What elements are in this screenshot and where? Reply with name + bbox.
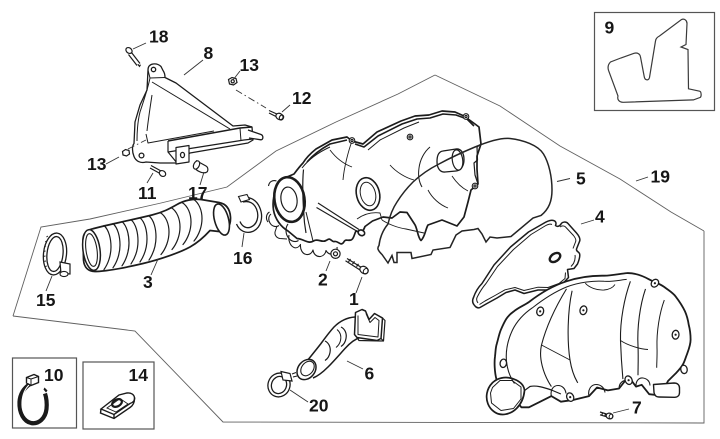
svg-text:17: 17 xyxy=(188,183,207,203)
svg-text:1: 1 xyxy=(349,289,359,309)
svg-text:13: 13 xyxy=(240,55,260,75)
svg-text:14: 14 xyxy=(129,365,149,385)
svg-text:19: 19 xyxy=(651,167,671,187)
svg-text:4: 4 xyxy=(595,207,605,227)
svg-text:20: 20 xyxy=(309,396,329,416)
svg-text:3: 3 xyxy=(143,272,153,292)
svg-text:13: 13 xyxy=(87,154,107,174)
svg-text:11: 11 xyxy=(138,183,157,203)
svg-text:6: 6 xyxy=(365,364,375,384)
svg-text:8: 8 xyxy=(204,43,214,63)
svg-text:12: 12 xyxy=(292,88,312,108)
svg-text:16: 16 xyxy=(233,248,253,268)
svg-text:9: 9 xyxy=(605,18,615,38)
svg-text:5: 5 xyxy=(576,169,586,189)
svg-text:18: 18 xyxy=(149,27,169,47)
svg-text:15: 15 xyxy=(36,290,56,310)
svg-text:10: 10 xyxy=(44,365,64,385)
svg-text:2: 2 xyxy=(318,270,328,290)
svg-text:7: 7 xyxy=(632,398,642,418)
